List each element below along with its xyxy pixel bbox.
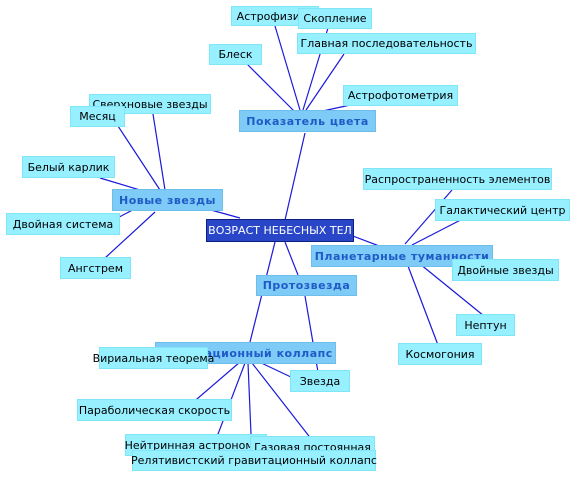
leaf-photometry[interactable]: Астрофотометрия: [343, 85, 458, 106]
link-root-proto: [284, 241, 299, 276]
link-collapse-parabolic: [189, 361, 241, 406]
leaf-astrophysics[interactable]: Астрофизика: [231, 6, 319, 26]
link-nebulae-neptune: [419, 263, 485, 317]
link-newstars-angstrom: [104, 211, 156, 259]
branch-protostar[interactable]: Протозвезда: [256, 275, 357, 296]
leaf-angstrom[interactable]: Ангстрем: [60, 257, 131, 279]
leaf-relativistic-collapse[interactable]: Релятивистский гравитационный коллапс: [131, 450, 377, 471]
branch-new-stars[interactable]: Новые звезды: [112, 189, 223, 211]
leaf-virial-theorem[interactable]: Вириальная теорема: [93, 347, 214, 369]
link-collapse-gas: [251, 362, 313, 441]
root-node[interactable]: ВОЗРАСТ НЕБЕСНЫХ ТЕЛ: [206, 219, 354, 242]
leaf-neptune[interactable]: Нептун: [456, 314, 515, 336]
branch-color-index[interactable]: Показатель цвета: [239, 110, 376, 132]
leaf-galactic-center[interactable]: Галактический центр: [435, 199, 570, 221]
leaf-gloss[interactable]: Блеск: [209, 44, 262, 65]
link-color-main-sequence: [305, 53, 345, 111]
link-newstars-month: [115, 122, 161, 191]
leaf-element-abundance[interactable]: Распространенность элементов: [363, 168, 552, 190]
leaf-star[interactable]: Звезда: [290, 370, 350, 392]
leaf-cosmogony[interactable]: Космогония: [398, 343, 482, 365]
link-nebulae-cosmogony: [407, 265, 439, 346]
leaf-main-sequence[interactable]: Главная последовательность: [297, 33, 476, 54]
leaf-cluster[interactable]: Скопление: [298, 8, 372, 29]
leaf-month[interactable]: Месяц: [70, 106, 125, 127]
link-color-astrophysics: [274, 25, 301, 111]
link-root-color: [284, 132, 306, 221]
link-newstars-supernova: [152, 113, 166, 191]
leaf-parabolic-velocity[interactable]: Параболическая скорость: [77, 399, 232, 421]
leaf-white-dwarf[interactable]: Белый карлик: [22, 156, 115, 178]
leaf-double-stars[interactable]: Двойные звезды: [452, 259, 559, 281]
branch-planetary-nebulae[interactable]: Планетарные туманности: [311, 245, 493, 267]
leaf-binary-system[interactable]: Двойная система: [6, 213, 120, 235]
link-color-gloss: [246, 63, 296, 113]
